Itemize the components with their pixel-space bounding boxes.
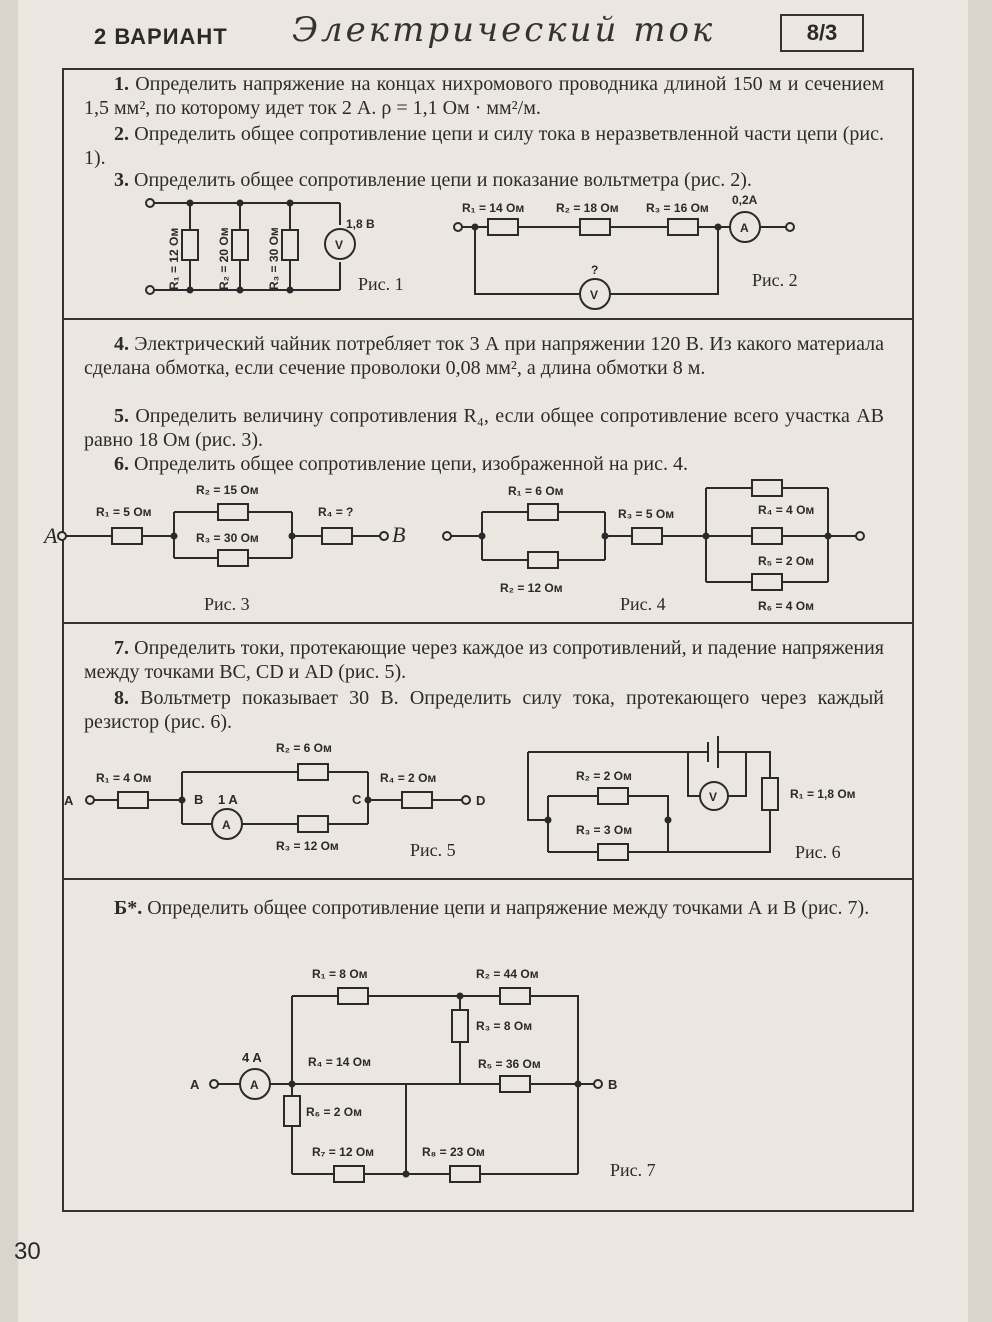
resistor-r1 xyxy=(181,229,199,261)
fig3-caption: Рис. 3 xyxy=(204,594,250,614)
figure-7 xyxy=(209,987,603,1183)
fig4-r1-label: R₁ = 6 Ом xyxy=(508,484,564,498)
fig7-ammeter-letter: A xyxy=(250,1078,259,1092)
fig2-voltmeter-letter: V xyxy=(590,288,598,302)
task-3: 3. Определить общее сопротивление цепи и… xyxy=(114,169,752,191)
fig6-r1-label: R₁ = 1,8 Ом xyxy=(790,787,856,801)
fig7-r2-label: R₂ = 44 Ом xyxy=(476,967,539,981)
fig7-r3-label: R₃ = 8 Ом xyxy=(476,1019,532,1033)
fig7-r8-label: R₈ = 23 Ом xyxy=(422,1145,485,1159)
task-4: 4. Электрический чайник потребляет ток 3… xyxy=(84,333,885,379)
fig1-voltage-label: 1,8 В xyxy=(346,217,375,231)
fig1-caption: Рис. 1 xyxy=(358,274,404,294)
fig1-r1-label: R₁ = 12 Ом xyxy=(167,228,181,290)
fig5-point-b: B xyxy=(194,792,203,807)
fig2-ammeter-letter: A xyxy=(740,221,749,235)
task-8: 8. Вольтметр показывает 30 В. Определить… xyxy=(84,687,885,733)
handwritten-title: Электрический ток xyxy=(292,10,716,50)
ammeter-icon xyxy=(239,1068,271,1100)
task-7: 7. Определить токи, протекающие через ка… xyxy=(84,637,884,683)
fig7-r1-label: R₁ = 8 Ом xyxy=(312,967,368,981)
fig5-r4-label: R₄ = 2 Ом xyxy=(380,771,436,785)
section-divider xyxy=(62,878,914,880)
task-6: 6. Определить общее сопротивление цепи, … xyxy=(114,453,688,475)
voltmeter-icon xyxy=(699,781,729,811)
fig2-r1-label: R₁ = 14 Ом xyxy=(462,201,524,215)
ammeter-icon xyxy=(211,808,243,840)
fig2-unknown-label: ? xyxy=(591,263,598,277)
task-2: 2. Определить общее сопротивление цепи и… xyxy=(84,123,885,169)
fig2-r2-label: R₂ = 18 Ом xyxy=(556,201,619,215)
fig1-r2-label: R₂ = 20 Ом xyxy=(217,227,231,290)
figure-1 xyxy=(145,198,356,295)
fig5-caption: Рис. 5 xyxy=(410,840,456,860)
fig5-r3-label: R₃ = 12 Ом xyxy=(276,839,339,853)
task-5: 5. Определить величину сопротивления R₄,… xyxy=(84,405,884,451)
fig7-r7-label: R₇ = 12 Ом xyxy=(312,1145,374,1159)
fig3-r1-label: R₁ = 5 Ом xyxy=(96,505,152,519)
task-1: 1. Определить напряжение на концах нихро… xyxy=(84,73,885,119)
fig5-r1-label: R₁ = 4 Ом xyxy=(96,771,152,785)
fig2-current-label: 0,2A xyxy=(732,193,758,207)
fig4-caption: Рис. 4 xyxy=(620,594,666,614)
fig4-r6-label: R₆ = 4 Ом xyxy=(758,599,814,613)
fig5-point-d: D xyxy=(476,793,485,808)
fig1-r3-label: R₃ = 30 Ом xyxy=(267,227,281,290)
fig6-caption: Рис. 6 xyxy=(795,842,841,862)
fig7-r4-label: R₄ = 14 Ом xyxy=(308,1055,371,1069)
fig6-r2-label: R₂ = 2 Ом xyxy=(576,769,632,783)
fig5-r2-label: R₂ = 6 Ом xyxy=(276,741,332,755)
fig7-point-b: B xyxy=(608,1077,617,1092)
task-b-star: Б*. Определить общее сопротивление цепи … xyxy=(114,897,870,919)
figure-4 xyxy=(442,479,865,591)
fig5-ammeter-letter: A xyxy=(222,818,231,832)
figure-2 xyxy=(453,211,795,310)
fig3-point-b: B xyxy=(392,522,405,547)
page-number: 30 xyxy=(14,1238,41,1265)
figure-3 xyxy=(57,503,389,567)
voltmeter-icon xyxy=(324,228,356,260)
fig4-r2-label: R₂ = 12 Ом xyxy=(500,581,563,595)
fig2-r3-label: R₃ = 16 Ом xyxy=(646,201,709,215)
voltmeter-icon xyxy=(579,278,611,310)
fig4-r3-label: R₃ = 5 Ом xyxy=(618,507,674,521)
fig6-voltmeter-letter: V xyxy=(709,790,717,804)
fig3-r2-label: R₂ = 15 Ом xyxy=(196,483,259,497)
variant-code-box: 8/3 xyxy=(780,14,864,52)
fig3-r3-label: R₃ = 30 Ом xyxy=(196,531,259,545)
fig2-caption: Рис. 2 xyxy=(752,270,798,290)
fig4-r4-label: R₄ = 4 Ом xyxy=(758,503,814,517)
fig7-r6-label: R₆ = 2 Ом xyxy=(306,1105,362,1119)
fig7-current-label: 4 A xyxy=(242,1050,262,1065)
fig5-current-label: 1 A xyxy=(218,792,238,807)
section-divider xyxy=(62,622,914,624)
fig7-r5-label: R₅ = 36 Ом xyxy=(478,1057,541,1071)
section-divider xyxy=(62,318,914,320)
fig5-point-c: C xyxy=(352,792,362,807)
resistor-r3 xyxy=(281,229,299,261)
figure-6 xyxy=(527,736,779,861)
fig5-point-a: A xyxy=(64,793,74,808)
fig7-point-a: A xyxy=(190,1077,200,1092)
fig3-r4-label: R₄ = ? xyxy=(318,505,353,519)
fig1-meter-letter: V xyxy=(335,238,343,252)
fig3-point-a: A xyxy=(42,523,58,548)
fig6-r3-label: R₃ = 3 Ом xyxy=(576,823,632,837)
resistor-r2 xyxy=(231,229,249,261)
fig7-caption: Рис. 7 xyxy=(610,1160,656,1180)
variant-label: 2 ВАРИАНТ xyxy=(94,24,228,49)
figure-5 xyxy=(85,763,471,840)
fig4-r5-label: R₅ = 2 Ом xyxy=(758,554,814,568)
tasks-frame xyxy=(62,68,914,1212)
